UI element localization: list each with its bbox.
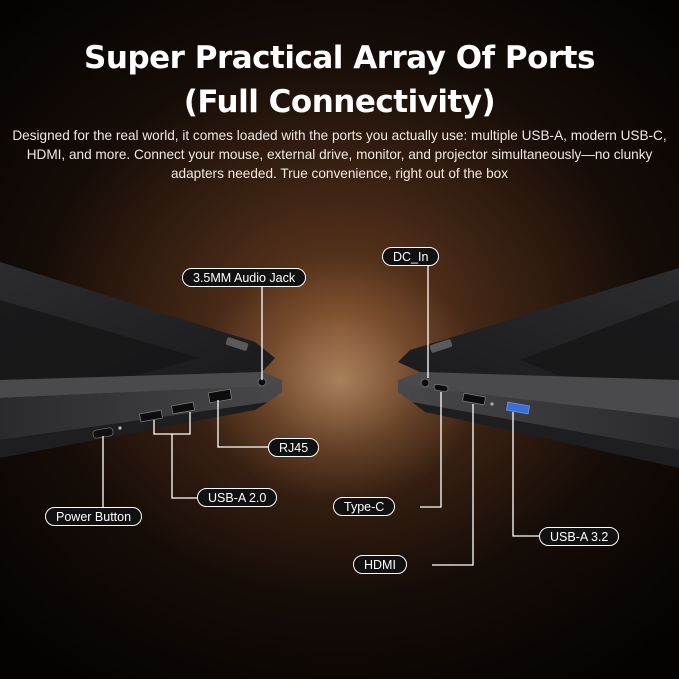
power-button-shape [92, 427, 114, 439]
left-hinge [225, 337, 249, 351]
left-laptop [0, 262, 282, 458]
label-usb-a-3: USB-A 3.2 [539, 527, 620, 546]
right-laptop-top-edge [398, 372, 679, 418]
left-laptop-trackpad-area [0, 300, 200, 392]
left-laptop-base [0, 402, 268, 458]
hdmi-icon-dot [490, 402, 494, 406]
line-hdmi [432, 404, 474, 566]
label-hdmi: HDMI [353, 555, 407, 574]
usb-a-2-port-2 [171, 401, 195, 415]
right-ports [420, 378, 530, 415]
title-line-2: (Full Connectivity) [183, 84, 496, 120]
label-audio-jack: 3.5MM Audio Jack [182, 268, 307, 287]
label-rj45: RJ45 [268, 438, 320, 457]
dc-in-port [420, 378, 430, 388]
line-rj45 [217, 400, 268, 448]
hdmi-port [462, 392, 486, 406]
label-dc-in: DC_In [382, 247, 440, 266]
left-laptop-top-edge [0, 372, 282, 398]
line-usb-a-3 [512, 412, 540, 537]
left-ports [92, 377, 267, 439]
right-hinge [429, 339, 453, 353]
type-c-port [433, 383, 449, 393]
description-text: Designed for the real world, it comes lo… [12, 128, 667, 181]
label-power-button: Power Button [45, 507, 143, 526]
usb-a-2-port-1 [139, 409, 163, 423]
line-type-c [420, 392, 442, 508]
title-line-1: Super Practical Array Of Ports [84, 40, 595, 76]
right-laptop-trackpad-area [520, 300, 679, 395]
power-led [118, 426, 122, 430]
right-laptop [398, 268, 679, 468]
rj45-port [207, 388, 233, 404]
right-laptop-base [412, 402, 679, 468]
label-usb-a-2: USB-A 2.0 [197, 488, 278, 507]
label-type-c: Type-C [333, 497, 396, 516]
page-title: Super Practical Array Of Ports (Full Con… [0, 36, 679, 124]
usb-a-3-port [506, 401, 530, 415]
line-usb-a-2 [171, 434, 198, 499]
